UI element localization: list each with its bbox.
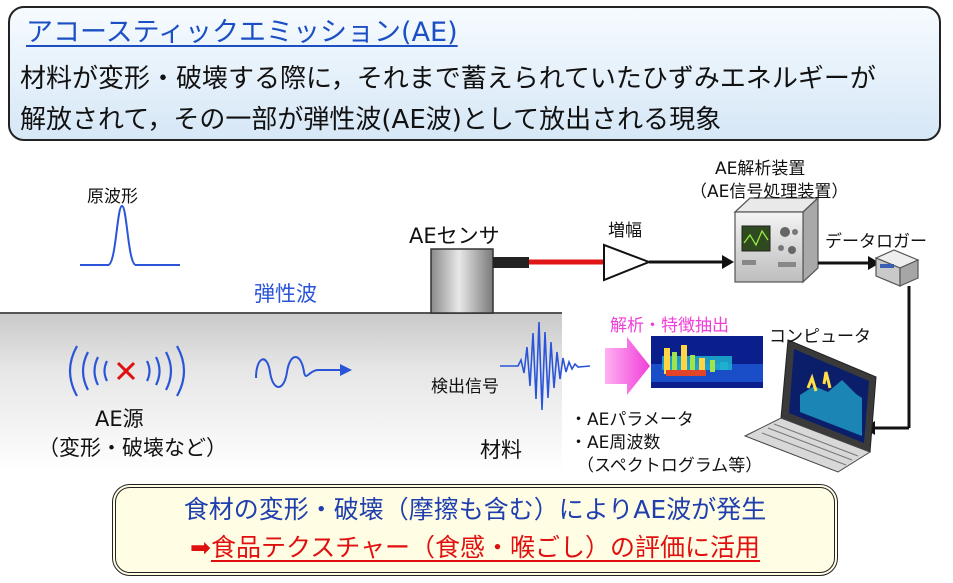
- ae-source-note: （変形・破壊など）: [38, 436, 227, 460]
- original-waveform-label: 原波形: [87, 187, 138, 207]
- definition-line-1: 材料が変形・破壊する際に，それまで蓄えられていたひずみエネルギーが: [20, 64, 876, 94]
- ae-sensor-label: AEセンサ: [409, 224, 500, 248]
- summary-line-2: ➡食品テクスチャー（食感・喉ごし）の評価に活用: [112, 528, 838, 564]
- analysis-extraction-label: 解析・特徴抽出: [610, 316, 729, 336]
- detection-signal-waveform: [500, 321, 591, 411]
- analyzer-note: （AE信号処理装置）: [690, 182, 849, 202]
- material-slab: [0, 313, 562, 473]
- amplifier-label: 増幅: [608, 221, 642, 241]
- output-item-ae-parameter: ・AEパラメータ: [570, 410, 694, 430]
- summary-line-1: 食材の変形・破壊（摩擦も含む）によりAE波が発生: [183, 495, 767, 524]
- summary-arrow-icon: ➡: [190, 533, 211, 562]
- definition-box: [8, 6, 941, 141]
- output-item-ae-frequency: ・AE周波数: [570, 433, 661, 453]
- data-logger-device: [874, 249, 920, 287]
- definition-line-2: 解放されて，その一部が弾性波(AE波)として放出される現象: [20, 105, 722, 135]
- definition-title: アコースティックエミッション(AE): [26, 17, 458, 48]
- elastic-wave-label: 弾性波: [254, 282, 317, 306]
- detection-signal-label: 検出信号: [431, 377, 499, 397]
- analyzer-label: AE解析装置: [715, 159, 806, 179]
- elastic-wave-propagation: [255, 356, 340, 388]
- spectrogram-image: [651, 336, 763, 388]
- output-item-spectrogram: （スペクトログラム等）: [577, 456, 763, 476]
- elastic-wave-arrowhead-icon: [340, 364, 352, 376]
- ae-measurement-diagram: [0, 196, 920, 473]
- ae-sensor-cap: [493, 257, 529, 268]
- summary-line-2-text: 食品テクスチャー（食感・喉ごし）の評価に活用: [210, 533, 760, 562]
- amplifier-icon: [603, 243, 652, 282]
- ae-analyzer-device: [733, 196, 820, 284]
- material-label: 材料: [480, 438, 522, 462]
- data-logger-label: データロガー: [825, 232, 927, 252]
- ae-sensor-body: [430, 248, 494, 314]
- ae-source-label: AE源: [95, 407, 144, 431]
- summary-box: [112, 484, 838, 576]
- original-waveform-pulse: [80, 204, 180, 266]
- computer-laptop: [743, 339, 877, 473]
- analysis-arrow-icon: [605, 337, 650, 395]
- ae-source-waves: [68, 345, 186, 397]
- ae-source-mark-icon: [116, 361, 136, 381]
- computer-label: コンピュータ: [769, 327, 871, 347]
